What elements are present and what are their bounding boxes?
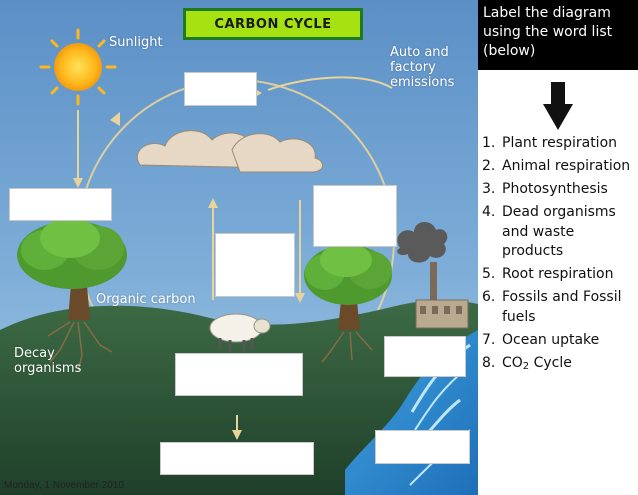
label-emissions: Auto and factory emissions [390, 45, 455, 90]
word-list-panel: Label the diagram using the word list (b… [478, 0, 638, 495]
down-arrow-icon [543, 82, 573, 130]
factory-icon [397, 221, 469, 329]
word-list-item: 6.Fossils and Fossil fuels [482, 289, 622, 325]
blank-label-box[interactable] [9, 188, 112, 221]
instructions-box: Label the diagram using the word list (b… [478, 0, 638, 70]
label-organic-carbon: Organic carbon [96, 292, 196, 307]
sun-icon [39, 28, 117, 106]
cloud-icon [137, 130, 323, 173]
word-list-item: 5.Root respiration [482, 266, 614, 282]
label-decay-organisms: Decay organisms [14, 346, 82, 376]
right-tree-icon [304, 243, 392, 363]
blank-label-box[interactable] [313, 185, 397, 247]
blank-label-box[interactable] [175, 353, 303, 396]
carbon-cycle-diagram: CARBON CYCLE Sunlight Auto and factory e… [0, 0, 478, 495]
blank-label-box[interactable] [375, 430, 470, 464]
word-list-item: 7.Ocean uptake [482, 331, 600, 348]
blank-label-box[interactable] [160, 442, 314, 475]
word-list-item: 8.CO2 Cycle [482, 354, 572, 372]
footer-date: Monday, 1 November 2010 [4, 480, 124, 491]
word-list-item: 1.Plant respiration [482, 135, 618, 151]
left-tree-icon [17, 218, 127, 373]
word-list-item: 2.Animal respiration [482, 158, 631, 174]
word-list-item: 4.Dead organisms and waste products [482, 204, 616, 259]
label-sunlight: Sunlight [109, 35, 163, 50]
word-list: 1.Plant respiration 2.Animal respiration… [482, 134, 637, 380]
word-list-item: 3.Photosynthesis [482, 181, 608, 197]
blank-label-box[interactable] [215, 233, 295, 297]
blank-label-box[interactable] [184, 72, 257, 106]
blank-label-box[interactable] [384, 336, 466, 377]
diagram-title: CARBON CYCLE [183, 8, 363, 40]
sheep-icon [209, 313, 271, 352]
